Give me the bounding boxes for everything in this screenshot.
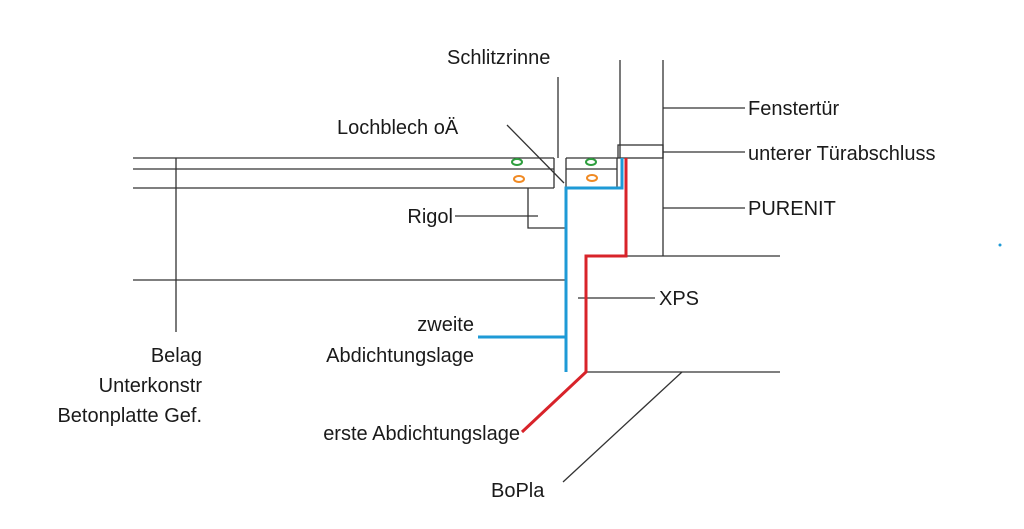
label-xps: XPS — [659, 288, 699, 310]
orange-marker — [513, 175, 525, 183]
door-frame — [586, 60, 780, 257]
label-lochblech: Lochblech oÄ — [337, 117, 459, 139]
label-zweite-1: zweite — [417, 314, 474, 336]
label-erste: erste Abdichtungslage — [323, 423, 520, 445]
stray-dot — [998, 243, 1002, 247]
orange-marker — [586, 174, 598, 182]
label-tuerabschluss: unterer Türabschluss — [748, 143, 936, 165]
label-schlitzrinne: Schlitzrinne — [447, 47, 550, 69]
first-seal-layer — [520, 158, 628, 434]
label-rigol: Rigol — [407, 206, 453, 228]
label-purenit: PURENIT — [748, 198, 836, 220]
label-unterkonstr: Unterkonstr — [99, 375, 203, 397]
green-marker — [585, 158, 597, 166]
label-bopla: BoPla — [491, 480, 545, 502]
label-belag: Belag — [151, 345, 202, 367]
slot-channel — [506, 77, 618, 188]
bopla-leader — [562, 371, 683, 483]
floor-layers — [133, 157, 565, 332]
label-fenstertuer: Fenstertür — [748, 98, 839, 120]
green-marker — [511, 158, 523, 166]
label-zweite-2: Abdichtungslage — [326, 345, 474, 367]
label-betonplatte: Betonplatte Gef. — [57, 405, 202, 427]
second-seal-layer — [564, 158, 624, 372]
rigol — [455, 188, 566, 229]
